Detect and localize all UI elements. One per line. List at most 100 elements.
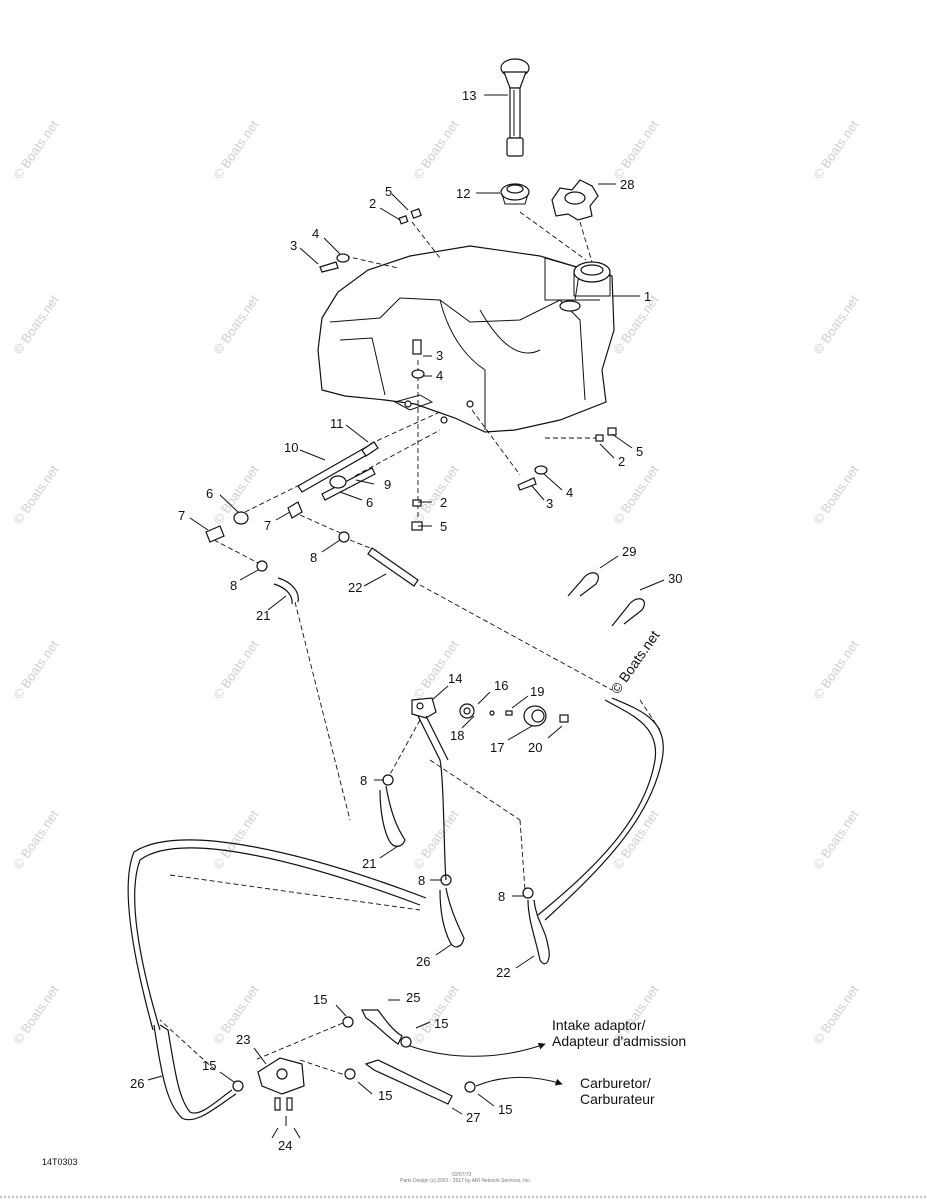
watermark-24: © Boats.net bbox=[10, 982, 62, 1047]
fittings-left[interactable] bbox=[205, 441, 379, 543]
fuel-hose-25[interactable] bbox=[361, 1009, 403, 1045]
fuel-gauge-sender[interactable] bbox=[500, 58, 530, 157]
callout-1: 1 bbox=[644, 289, 651, 304]
callout-15e: 15 bbox=[498, 1102, 512, 1117]
grommet[interactable] bbox=[500, 183, 530, 205]
callout-14: 14 bbox=[448, 671, 462, 686]
watermark-22: © Boats.net bbox=[610, 807, 662, 872]
fuel-hose-26[interactable] bbox=[439, 887, 465, 948]
watermark-bold: © Boats.net bbox=[607, 627, 662, 696]
clamps-15[interactable] bbox=[232, 1016, 476, 1093]
callout-7a: 7 bbox=[178, 508, 185, 523]
callout-24: 24 bbox=[278, 1138, 292, 1153]
hardware-top-left[interactable] bbox=[319, 208, 422, 273]
callout-8b: 8 bbox=[230, 578, 237, 593]
watermark-10: © Boats.net bbox=[10, 462, 62, 527]
callout-18: 18 bbox=[450, 728, 464, 743]
watermark-28: © Boats.net bbox=[810, 982, 862, 1047]
callout-17: 17 bbox=[490, 740, 504, 755]
callout-21a: 21 bbox=[256, 608, 270, 623]
callout-28: 28 bbox=[620, 177, 634, 192]
callout-6b: 6 bbox=[206, 486, 213, 501]
callout-8c: 8 bbox=[360, 773, 367, 788]
callout-labels: 13 12 28 1 5 2 4 3 3 4 5 2 4 3 11 10 9 6… bbox=[130, 88, 682, 1153]
callout-20: 20 bbox=[528, 740, 542, 755]
callout-2a: 2 bbox=[369, 196, 376, 211]
callout-8a: 8 bbox=[310, 550, 317, 565]
watermark-13: © Boats.net bbox=[610, 462, 662, 527]
hardware-right[interactable] bbox=[517, 427, 617, 491]
diagram-code: 14T0303 bbox=[42, 1157, 78, 1167]
callout-26b: 26 bbox=[130, 1076, 144, 1091]
watermark-17: © Boats.net bbox=[410, 637, 462, 702]
callout-19: 19 bbox=[530, 684, 544, 699]
destination-notes: Intake adaptor/ Adapteur d'admission Car… bbox=[552, 1017, 686, 1107]
callout-26a: 26 bbox=[416, 954, 430, 969]
watermark-12: © Boats.net bbox=[410, 462, 462, 527]
watermark-6: © Boats.net bbox=[10, 292, 62, 357]
note-intake-en: Intake adaptor/ bbox=[552, 1017, 646, 1033]
callout-4b: 4 bbox=[436, 368, 443, 383]
callout-5a: 5 bbox=[385, 184, 392, 199]
callout-5b: 5 bbox=[636, 444, 643, 459]
callout-4c: 4 bbox=[566, 485, 573, 500]
destination-arrows bbox=[409, 1042, 563, 1087]
note-carb-en: Carburetor/ bbox=[580, 1075, 651, 1091]
watermark-4: © Boats.net bbox=[610, 117, 662, 182]
callout-15a: 15 bbox=[313, 992, 327, 1007]
note-intake-fr: Adapteur d'admission bbox=[552, 1033, 686, 1049]
callout-15d: 15 bbox=[378, 1088, 392, 1103]
fuel-cap[interactable] bbox=[551, 179, 599, 221]
callout-leaders bbox=[147, 94, 665, 1139]
callout-3a: 3 bbox=[290, 238, 297, 253]
fuel-lines-routing bbox=[127, 697, 664, 1031]
footer-line1: 02/07/73 bbox=[452, 1172, 472, 1178]
footer-line2: Parts Design (c) 2001 - 2017 by ARI Netw… bbox=[400, 1178, 531, 1184]
watermark-7: © Boats.net bbox=[210, 292, 262, 357]
fuel-hose-26-lower[interactable] bbox=[153, 1024, 237, 1121]
cable-ties[interactable] bbox=[567, 572, 645, 627]
callout-29: 29 bbox=[622, 544, 636, 559]
callout-23: 23 bbox=[236, 1032, 250, 1047]
watermark-9: © Boats.net bbox=[810, 292, 862, 357]
callout-10: 10 bbox=[284, 440, 298, 455]
callout-3b: 3 bbox=[436, 348, 443, 363]
callout-25: 25 bbox=[406, 990, 420, 1005]
watermark-21: © Boats.net bbox=[410, 807, 462, 872]
callout-2c: 2 bbox=[440, 495, 447, 510]
watermark-19: © Boats.net bbox=[10, 807, 62, 872]
callout-5c: 5 bbox=[440, 519, 447, 534]
callout-8e: 8 bbox=[498, 889, 505, 904]
watermark-1: © Boats.net bbox=[10, 117, 62, 182]
watermark-20: © Boats.net bbox=[210, 807, 262, 872]
fuel-valve-assembly[interactable] bbox=[411, 697, 569, 881]
note-carb-fr: Carburateur bbox=[580, 1091, 655, 1107]
watermark-2: © Boats.net bbox=[210, 117, 262, 182]
callout-7b: 7 bbox=[264, 518, 271, 533]
callout-15b: 15 bbox=[434, 1016, 448, 1031]
callout-12: 12 bbox=[456, 186, 470, 201]
callout-11: 11 bbox=[330, 416, 344, 431]
callout-21b: 21 bbox=[362, 856, 376, 871]
watermark-18: © Boats.net bbox=[810, 637, 862, 702]
watermark-16: © Boats.net bbox=[210, 637, 262, 702]
callout-22b: 22 bbox=[496, 965, 510, 980]
callout-6a: 6 bbox=[366, 495, 373, 510]
fuel-hose-27[interactable] bbox=[364, 1059, 453, 1105]
fuel-tank[interactable] bbox=[317, 245, 615, 433]
callout-15c: 15 bbox=[202, 1058, 216, 1073]
fuel-hose-22[interactable] bbox=[367, 547, 419, 587]
callout-2b: 2 bbox=[618, 454, 625, 469]
watermark-14: © Boats.net bbox=[810, 462, 862, 527]
callout-3c: 3 bbox=[546, 496, 553, 511]
fuel-pump[interactable] bbox=[257, 1057, 305, 1111]
clamps[interactable] bbox=[256, 531, 534, 899]
fuel-hose-21[interactable] bbox=[273, 577, 406, 847]
fuel-hose-22-bend[interactable] bbox=[527, 899, 550, 965]
watermark-3: © Boats.net bbox=[410, 117, 462, 182]
leader-lines bbox=[159, 211, 661, 1076]
hardware-center[interactable] bbox=[411, 339, 425, 531]
watermark-5: © Boats.net bbox=[810, 117, 862, 182]
watermark-23: © Boats.net bbox=[810, 807, 862, 872]
